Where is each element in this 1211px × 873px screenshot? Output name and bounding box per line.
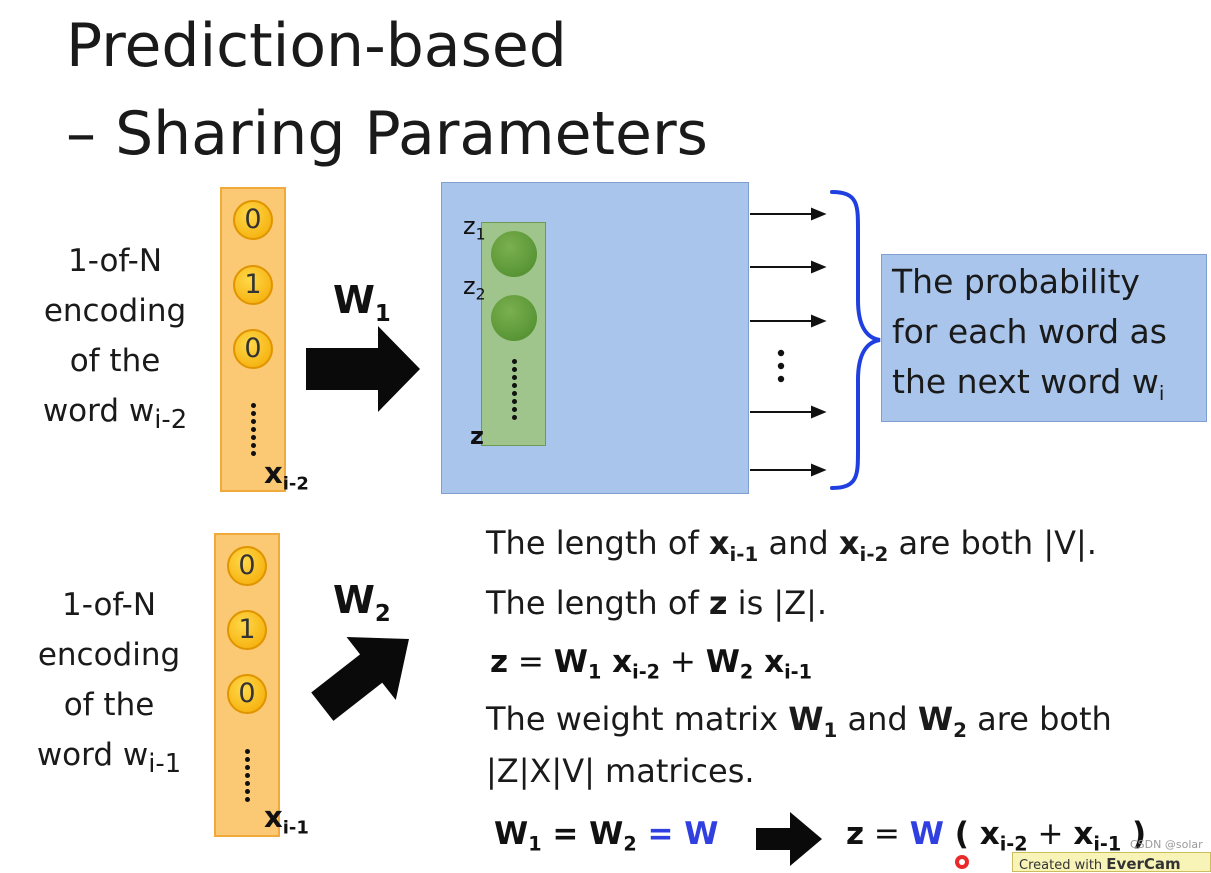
text-length-z: The length of z is |Z|. [486, 584, 828, 622]
bottom-bit-0: 0 [227, 546, 267, 586]
top-input-vector: 0 1 0 [220, 187, 286, 492]
top-bit-2: 0 [233, 329, 273, 369]
bottom-bit-1: 1 [227, 610, 267, 650]
evercam-badge: Created with EverCam [1012, 852, 1211, 873]
top-input-label: 1-of-N encoding of the word wi-2 [42, 243, 188, 436]
csdn-watermark: CSDN @solar [1130, 838, 1203, 851]
bottom-vector-dots [245, 749, 250, 805]
neuron-z2 [491, 295, 537, 341]
bottom-input-var: xi-1 [264, 800, 309, 839]
z1-label: z1 [463, 212, 486, 244]
result-equation: z = W ( xi-2 + xi-1 ) [846, 816, 1147, 856]
text-length-x: The length of xi-1 and xi-2 are both |V|… [486, 524, 1097, 566]
shared-weight-equation: W1 = W2 = W [494, 816, 719, 856]
text-weight-matrix: The weight matrix W1 and W2 are both [486, 700, 1112, 742]
w1-label: W1 [333, 278, 391, 327]
output-dots [777, 349, 785, 383]
output-arrows [750, 207, 827, 477]
bottom-bit-2: 0 [227, 674, 267, 714]
slide-title-line2: – Sharing Parameters [66, 99, 708, 169]
bottom-input-vector: 0 1 0 [214, 533, 280, 837]
hidden-layer [481, 222, 546, 446]
output-description-box: The probability for each word as the nex… [881, 254, 1207, 422]
w2-label: W2 [333, 578, 391, 627]
z-label: z [470, 422, 484, 450]
text-matrix-size: |Z|X|V| matrices. [486, 752, 755, 790]
top-vector-dots [251, 403, 256, 459]
curly-brace [830, 190, 881, 490]
text-z-equation: z = W1 xi-2 + W2 xi-1 [490, 644, 813, 684]
hidden-dots [512, 359, 517, 423]
z2-label: z2 [463, 272, 486, 304]
result-arrow [756, 812, 822, 866]
top-bit-1: 1 [233, 265, 273, 305]
neuron-z1 [491, 231, 537, 277]
slide-title-line1: Prediction-based [66, 11, 567, 81]
top-input-var: xi-2 [264, 456, 309, 495]
top-bit-0: 0 [233, 200, 273, 240]
bottom-input-label: 1-of-N encoding of the word wi-1 [36, 587, 182, 780]
w1-arrow [306, 326, 420, 412]
w2-arrow [311, 637, 409, 721]
